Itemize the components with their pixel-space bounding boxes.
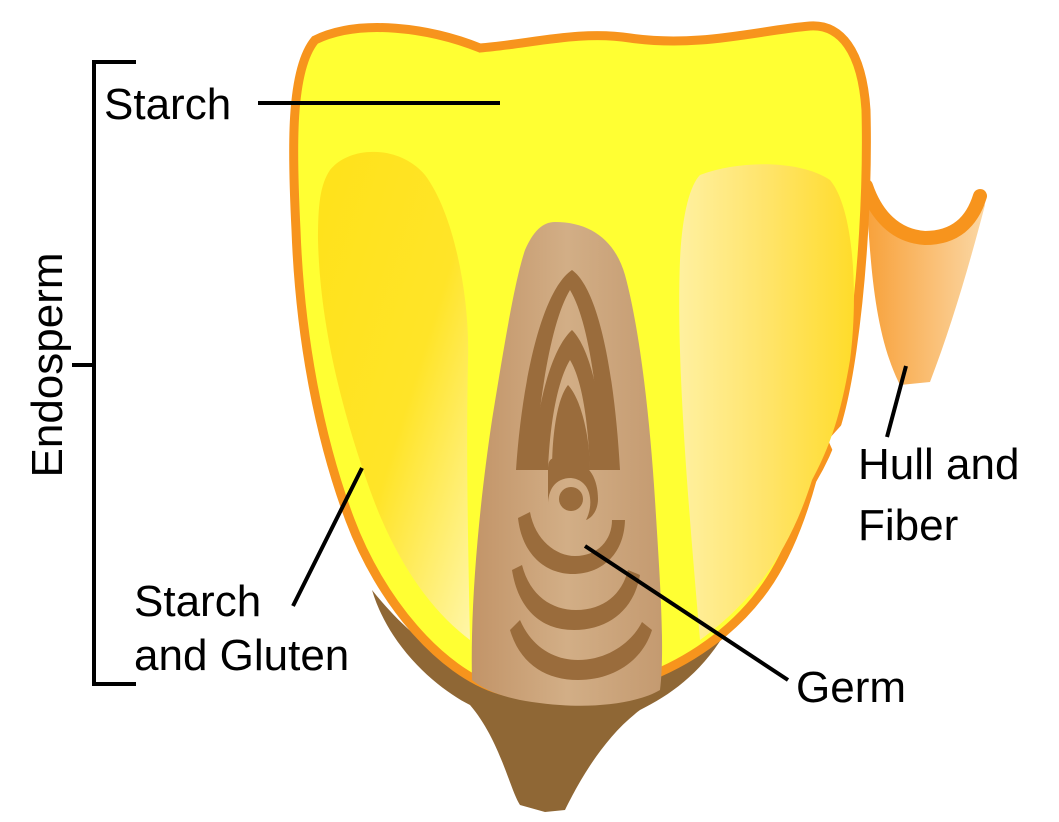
endosperm-label: Endosperm — [23, 252, 72, 477]
starch-gluten-right — [679, 164, 854, 640]
endosperm-bracket — [72, 62, 136, 684]
starch-gluten-label-line1: Starch — [134, 577, 261, 626]
starch-gluten-leader — [293, 468, 362, 606]
hull-fiber-label-line2: Fiber — [858, 501, 958, 550]
starch-label: Starch — [104, 80, 231, 129]
starch-gluten-label-line2: and Gluten — [134, 631, 349, 680]
germ-label: Germ — [796, 663, 906, 712]
hull-fiber-label-line1: Hull and — [858, 440, 1019, 489]
